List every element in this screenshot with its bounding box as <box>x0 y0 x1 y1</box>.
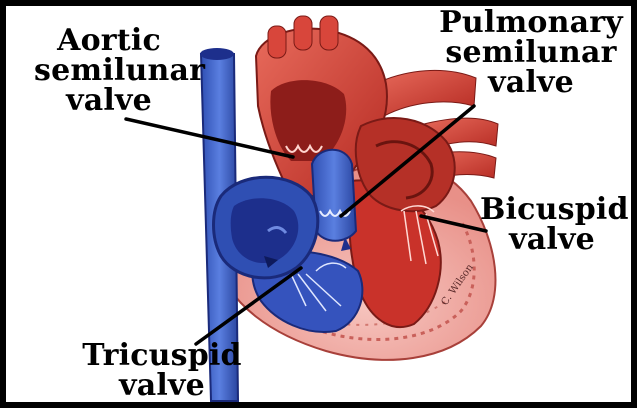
bicuspid-valve-label: Bicuspid valve <box>480 192 629 257</box>
tricuspid-valve-label: Tricuspid valve <box>82 338 242 402</box>
right-atrium <box>212 175 320 280</box>
diagram-canvas: C. Wilson Aortic semilunar valve Pulmona… <box>6 6 631 402</box>
aorta <box>254 15 388 197</box>
pulmonary-trunk <box>310 148 358 251</box>
aortic-leader-line <box>124 117 295 159</box>
leader-lines <box>124 104 488 346</box>
heart-illustration: C. Wilson <box>124 15 499 402</box>
pulmonary-semilunar-valve-label: Pulmonary semilunar valve <box>439 6 623 100</box>
pulmonary-leader-line <box>339 104 476 218</box>
tricuspid-leader-line <box>194 266 303 346</box>
bicuspid-leader-line <box>419 214 488 233</box>
tricuspid-valve <box>290 262 347 312</box>
aortic-semilunar-valve-label: Aortic semilunar valve <box>34 23 206 118</box>
bicuspid-valve <box>400 205 439 265</box>
